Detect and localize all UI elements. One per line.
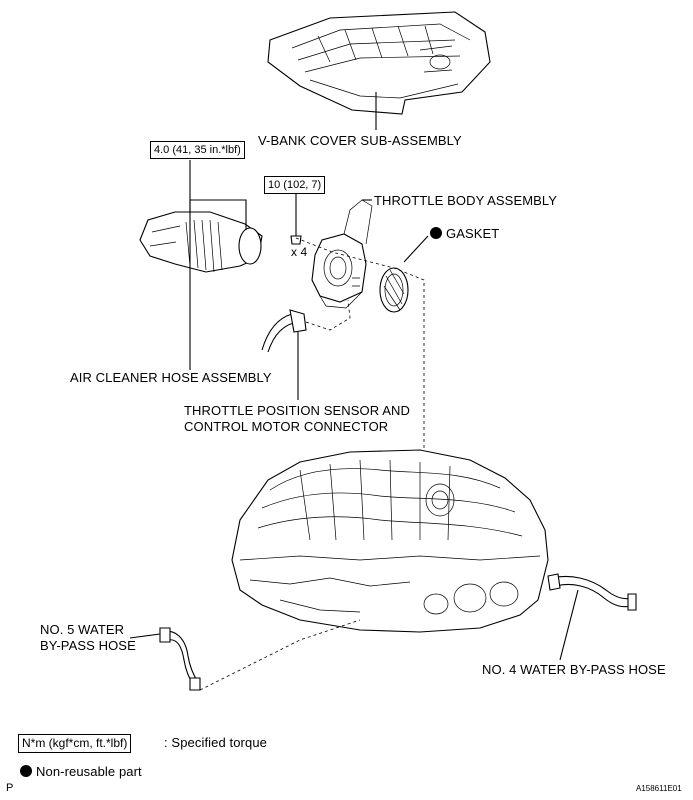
no4-hose-leader <box>559 589 579 661</box>
no5-hose-drawing <box>159 627 201 691</box>
no4-hose-label: NO. 4 WATER BY-PASS HOSE <box>482 662 666 677</box>
legend-torque-desc: : Specified torque <box>164 735 267 750</box>
gasket-text: GASKET <box>446 226 500 241</box>
legend-nonreusable: Non-reusable part <box>20 764 142 780</box>
air-cleaner-hose-drawing <box>139 199 263 273</box>
legend-non-reusable-icon <box>20 765 32 777</box>
legend-nonreusable-text: Non-reusable part <box>36 764 142 779</box>
page-letter: P <box>6 782 14 794</box>
air-cleaner-hose-label: AIR CLEANER HOSE ASSEMBLY <box>70 370 272 385</box>
figure-id: A158611E01 <box>636 784 682 793</box>
no5-hose-label-line2: BY-PASS HOSE <box>40 638 136 653</box>
gasket-leader <box>403 235 429 263</box>
tps-connector-label-line2: CONTROL MOTOR CONNECTOR <box>184 419 389 434</box>
throttle-body-label: THROTTLE BODY ASSEMBLY <box>374 193 558 208</box>
air-cleaner-torque-box: 4.0 (41, 35 in.*lbf) <box>150 141 245 159</box>
bolt-quantity-label: x 4 <box>291 245 308 259</box>
no4-hose-drawing <box>547 573 637 611</box>
non-reusable-icon <box>430 227 442 239</box>
gasket-drawing <box>379 267 409 313</box>
legend-torque-box: N*m (kgf*cm, ft.*lbf) <box>18 734 132 753</box>
tps-connector-drawing <box>261 309 307 353</box>
tps-connector-label-line1: THROTTLE POSITION SENSOR AND <box>184 403 410 418</box>
v-bank-cover-label: V-BANK COVER SUB-ASSEMBLY <box>258 133 462 148</box>
engine-drawing <box>231 449 549 633</box>
throttle-bolt-drawing <box>290 198 302 245</box>
gasket-label: GASKET <box>430 226 499 242</box>
throttle-bolt-torque-box: 10 (102, 7) <box>264 176 326 194</box>
v-bank-cover-drawing <box>267 11 491 115</box>
no5-hose-label-line1: NO. 5 WATER <box>40 622 125 637</box>
no5-hose-leader <box>129 633 161 639</box>
throttle-body-drawing <box>311 199 373 309</box>
